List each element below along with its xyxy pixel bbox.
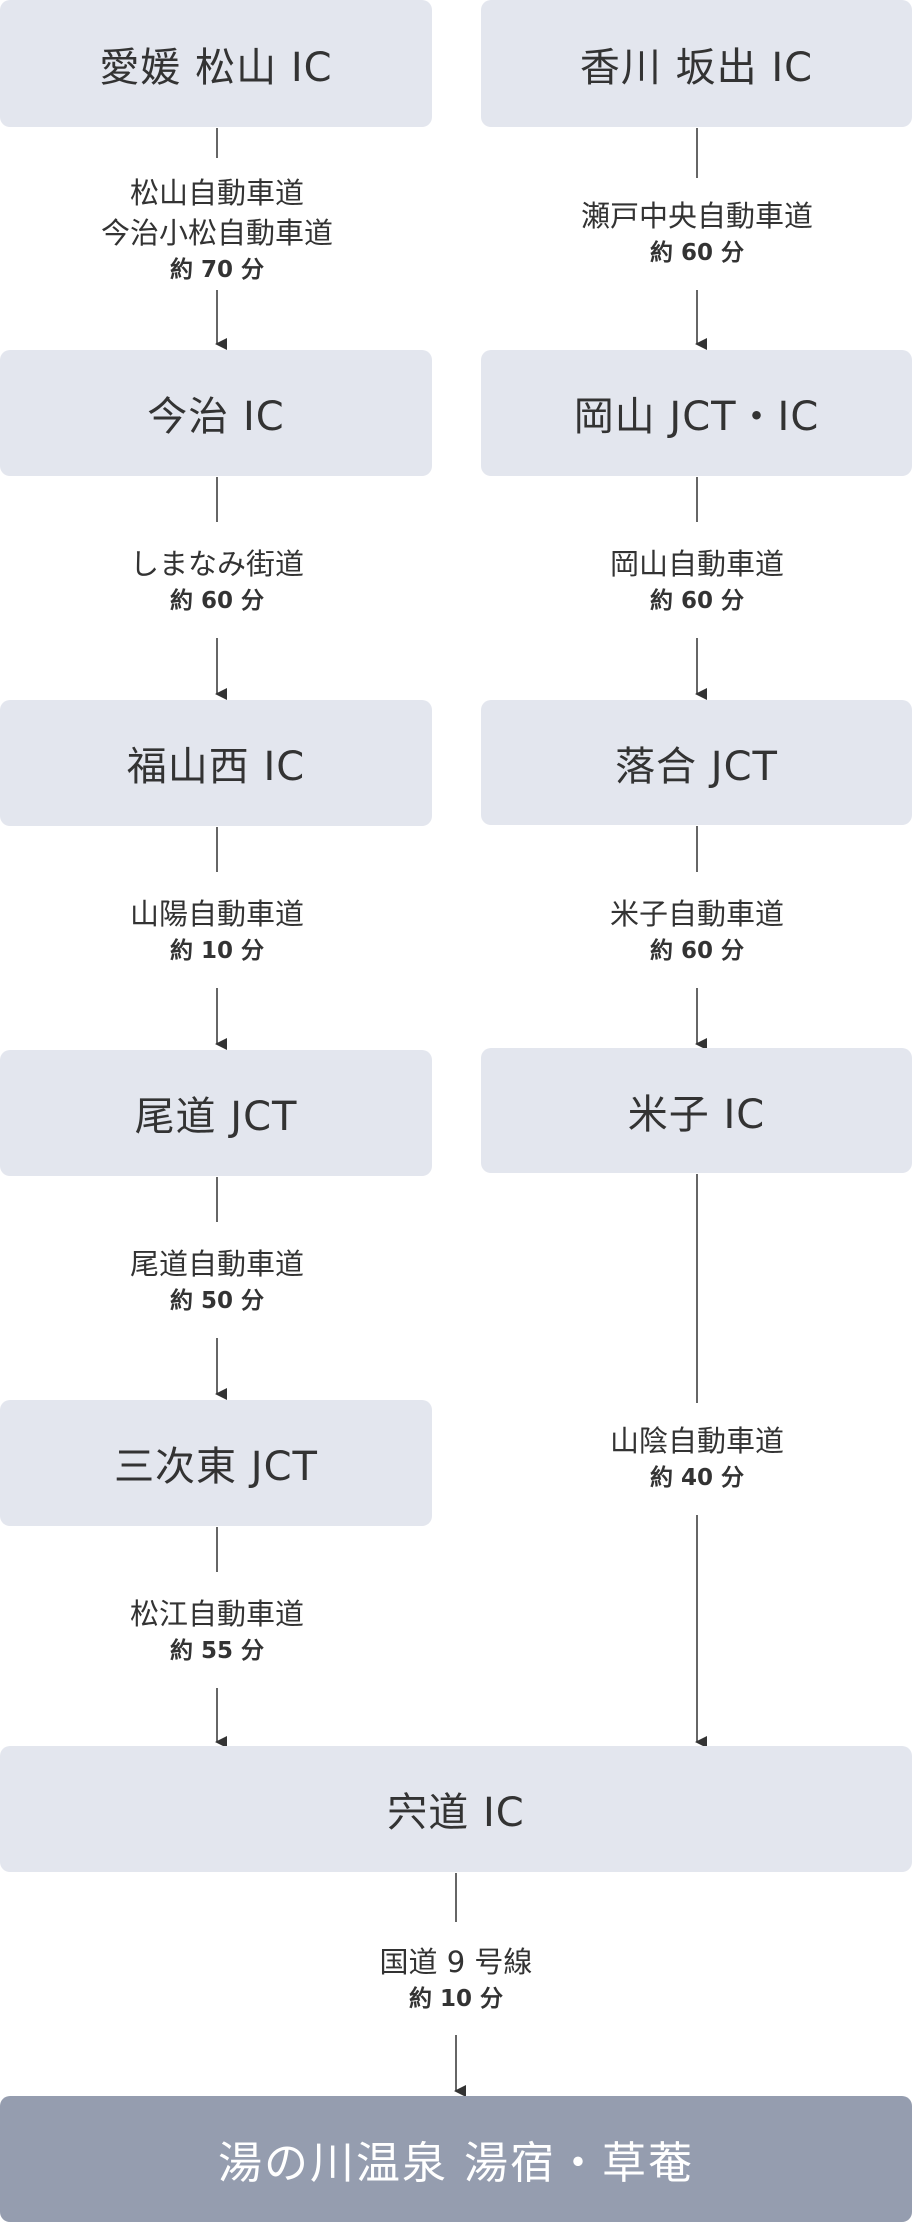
travel-time: 約 55 分 [169,1638,265,1664]
node-onomichi-jct: 尾道 JCT [0,1050,432,1176]
segment-label: 瀬戸中央自動車道 約 60 分 [547,196,847,270]
road-name: 尾道自動車道 [129,1247,304,1281]
travel-time: 約 40 分 [649,1465,745,1491]
node-yonago-ic: 米子 IC [481,1048,912,1173]
road-name: 岡山自動車道 [609,547,784,581]
segment-label: 岡山自動車道 約 60 分 [547,544,847,618]
travel-time: 約 60 分 [649,938,745,964]
segment-label: 尾道自動車道 約 50 分 [67,1244,367,1318]
segment-label: 米子自動車道 約 60 分 [547,894,847,968]
node-imabari-ic: 今治 IC [0,350,432,476]
segment-label: 国道 9 号線 約 10 分 [306,1942,606,2016]
road-name: 松山自動車道 [129,176,304,210]
node-miyoshihigashi-jct: 三次東 JCT [0,1400,432,1526]
travel-time: 約 60 分 [649,588,745,614]
travel-time: 約 50 分 [169,1288,265,1314]
node-shinji-ic: 宍道 IC [0,1746,912,1872]
travel-time: 約 60 分 [649,240,745,266]
road-name: 瀬戸中央自動車道 [580,199,813,233]
road-name: 今治小松自動車道 [100,216,333,250]
node-okayama-jct-ic: 岡山 JCT・IC [481,350,912,476]
node-ochiai-jct: 落合 JCT [481,700,912,825]
node-ehime-matsuyama-ic: 愛媛 松山 IC [0,0,432,127]
travel-time: 約 60 分 [169,588,265,614]
travel-time: 約 10 分 [169,938,265,964]
node-fukuyamanishi-ic: 福山西 IC [0,700,432,826]
node-kagawa-sakaide-ic: 香川 坂出 IC [481,0,912,127]
segment-label: 山陰自動車道 約 40 分 [547,1421,847,1495]
segment-label: 松山自動車道 今治小松自動車道 約 70 分 [67,173,367,287]
road-name: 米子自動車道 [609,897,784,931]
travel-time: 約 70 分 [169,257,265,283]
road-name: しまなみ街道 [129,547,304,581]
road-name: 国道 9 号線 [379,1945,533,1979]
road-name: 山陽自動車道 [129,897,304,931]
segment-label: 山陽自動車道 約 10 分 [67,894,367,968]
travel-time: 約 10 分 [408,1986,504,2012]
road-name: 松江自動車道 [129,1597,304,1631]
destination-node: 湯の川温泉 湯宿・草菴 [0,2096,912,2222]
road-name: 山陰自動車道 [609,1424,784,1458]
segment-label: しまなみ街道 約 60 分 [67,544,367,618]
segment-label: 松江自動車道 約 55 分 [67,1594,367,1668]
